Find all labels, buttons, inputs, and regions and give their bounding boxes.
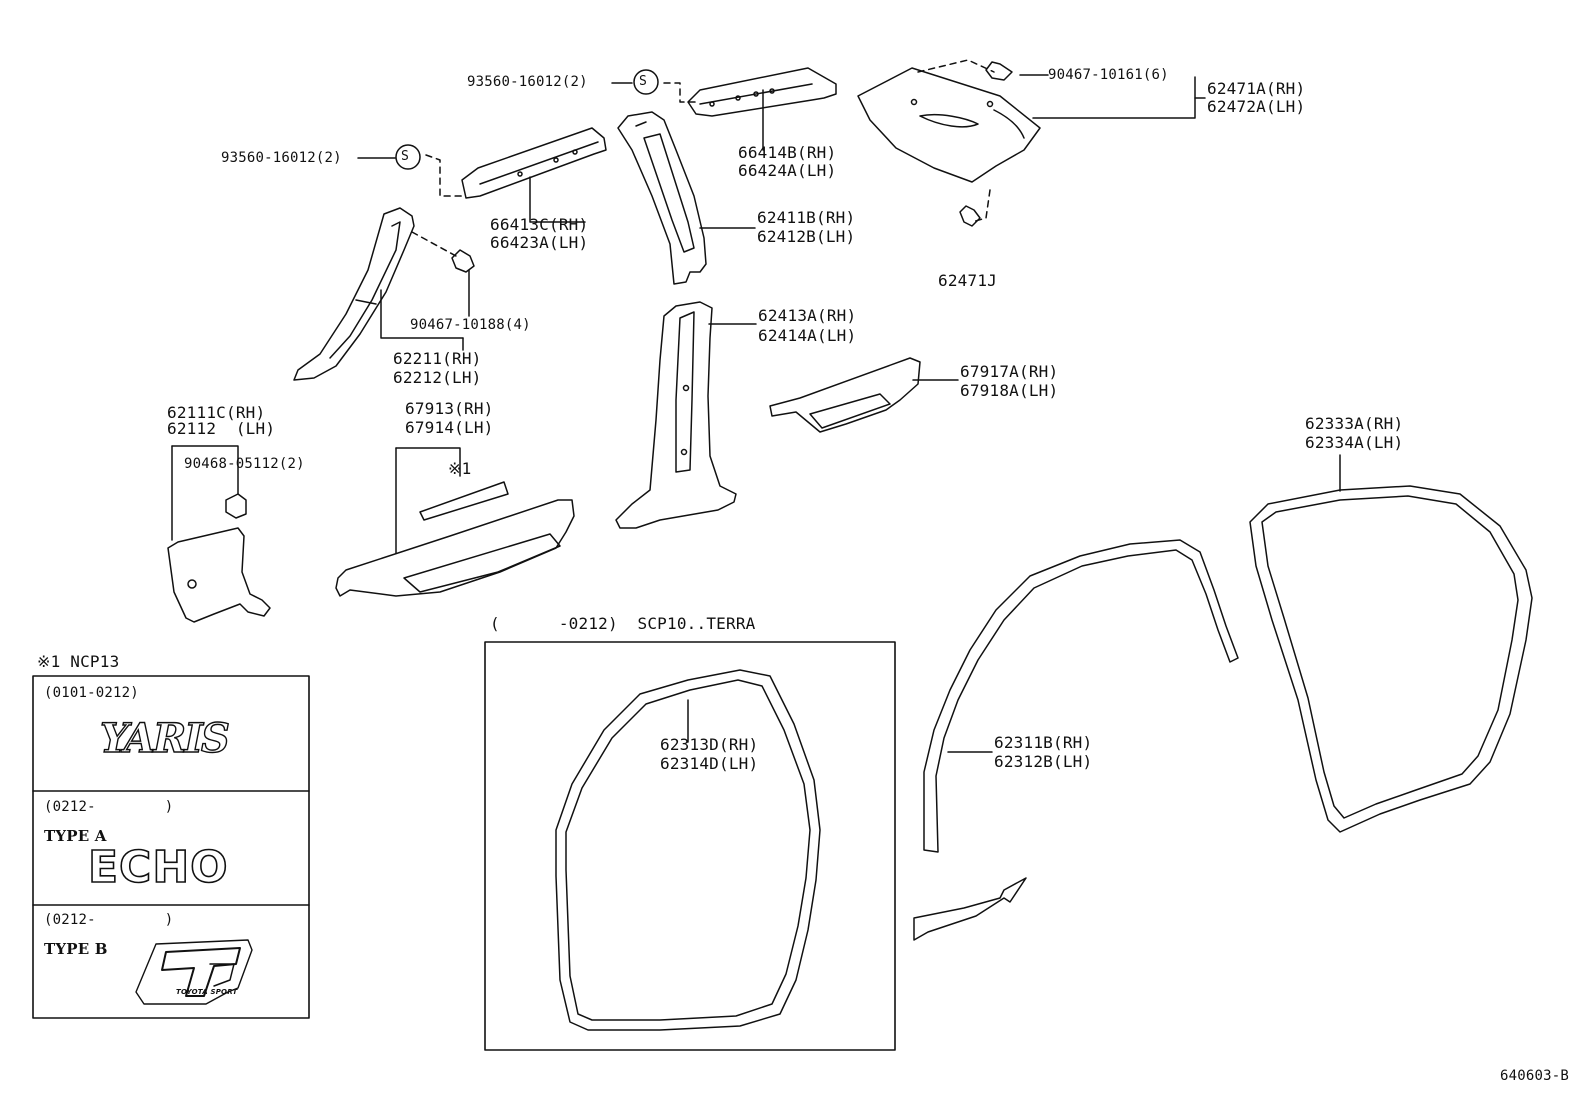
part-62413a-pillar: [615, 301, 737, 529]
part-62211-pillar: [293, 207, 415, 381]
label-90467-10188: 90467-10188(4): [410, 317, 531, 333]
clip-90468-05112: [225, 493, 247, 519]
label-90467-10161: 90467-10161(6): [1048, 67, 1169, 83]
clip-62471j: [959, 205, 981, 227]
legend-row1-range: (0101-0212): [44, 685, 139, 701]
label-62314d: 62314D(LH): [660, 754, 759, 773]
label-66424a: 66424A(LH): [738, 161, 837, 180]
clip-90467-10161: [985, 61, 1013, 81]
label-90468-05112: 90468-05112(2): [184, 456, 305, 472]
label-62333a: 62333A(RH): [1305, 414, 1404, 433]
legend-note: ※1 NCP13: [37, 652, 120, 671]
legend-frame: [32, 675, 310, 1019]
part-62411b-pillar: [617, 111, 707, 285]
clip-90467-10188: [451, 249, 475, 273]
label-66414b: 66414B(RH): [738, 143, 837, 162]
label-93560-16012-lower: 93560-16012(2): [221, 150, 342, 166]
label-62212: 62212(LH): [393, 368, 482, 387]
label-62414a: 62414A(LH): [758, 326, 857, 345]
label-62211: 62211(RH): [393, 349, 482, 368]
label-67913: 67913(RH): [405, 399, 494, 418]
part-67917a-scuff: [769, 357, 921, 433]
legend-emblem-echo: ECHO: [87, 841, 229, 894]
legend-row3-type: TYPE B: [44, 940, 108, 958]
legend-emblem-sport: TOYOTA SPORT: [176, 988, 238, 996]
label-62313d: 62313D(RH): [660, 735, 759, 754]
label-62112: 62112 (LH): [167, 419, 276, 438]
part-62311b-strip: [923, 539, 1239, 853]
legend-row2-type: TYPE A: [44, 827, 107, 845]
label-62413a: 62413A(RH): [758, 306, 857, 325]
label-62311b: 62311B(RH): [994, 733, 1093, 752]
label-62471a: 62471A(RH): [1207, 79, 1306, 98]
part-62333a-strip: [1249, 485, 1533, 833]
emblem-strip: [419, 481, 509, 521]
label-62334a: 62334A(LH): [1305, 433, 1404, 452]
label-66413c: 66413C(RH): [490, 215, 589, 234]
label-62411b: 62411B(RH): [757, 208, 856, 227]
legend-row2-range: (0212- ): [44, 799, 174, 815]
label-67918a: 67918A(LH): [960, 381, 1059, 400]
inset-title: ( -0212) SCP10..TERRA: [490, 614, 756, 633]
label-67917a: 67917A(RH): [960, 362, 1059, 381]
inset-frame: [484, 641, 896, 1051]
part-66413c-rail: [461, 127, 607, 199]
label-66423a: 66423A(LH): [490, 233, 589, 252]
label-67914: 67914(LH): [405, 418, 494, 437]
s-mark-2: S: [401, 149, 410, 164]
s-mark-circle-2: [395, 144, 421, 170]
part-62471a-panel: [857, 67, 1041, 183]
label-62472a: 62472A(LH): [1207, 97, 1306, 116]
label-62471j: 62471J: [938, 271, 997, 290]
label-62412b: 62412B(LH): [757, 227, 856, 246]
label-62312b: 62312B(LH): [994, 752, 1093, 771]
part-67913-scuff: [335, 481, 575, 597]
diagram-code: 640603-B: [1500, 1068, 1570, 1084]
part-62111c-trim: [167, 527, 271, 623]
part-62313d-strip: [555, 669, 821, 1031]
part-66414b-rail: [687, 67, 837, 117]
legend-emblem-yaris: YARIS: [99, 714, 230, 762]
label-93560-16012-upper: 93560-16012(2): [467, 74, 588, 90]
legend-row3-range: (0212- ): [44, 912, 174, 928]
s-mark-circle-1: [633, 69, 659, 95]
s-mark-1: S: [639, 74, 648, 89]
toyota-sport-badge-icon: [135, 939, 253, 1005]
arrow: [913, 877, 1027, 941]
label-62111c: 62111C(RH): [167, 403, 266, 422]
label-note-ref: ※1: [448, 459, 472, 478]
leader-lines: [171, 74, 1341, 753]
